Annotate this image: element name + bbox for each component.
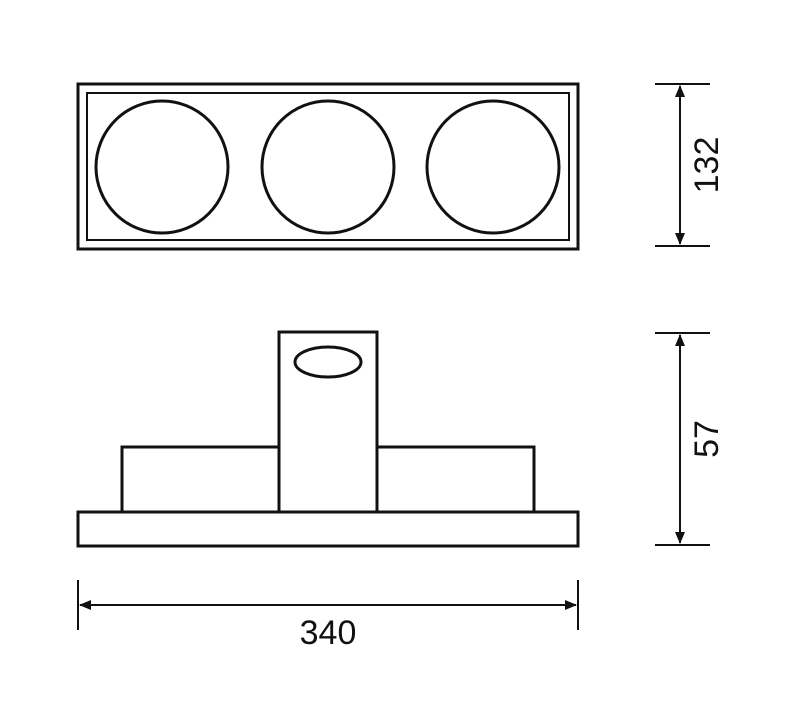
lamp-circle-left xyxy=(94,99,230,235)
side-view-base-plate xyxy=(76,510,580,548)
dimension-label-132: 132 xyxy=(688,137,726,194)
dimension-top-height: 132 xyxy=(655,83,726,247)
lamp-circle-right xyxy=(425,99,561,235)
top-view-outer-frame xyxy=(76,82,580,251)
side-view-left-body xyxy=(120,445,281,514)
top-view xyxy=(76,82,580,251)
top-view-inner-frame xyxy=(86,92,570,241)
side-view-right-body xyxy=(375,445,536,514)
side-view-center-column xyxy=(277,330,379,514)
dimension-side-height: 57 xyxy=(655,332,726,546)
dimension-label-340: 340 xyxy=(300,614,357,652)
side-view xyxy=(76,330,580,548)
lamp-circle-middle xyxy=(260,99,396,235)
side-view-lens-ellipse xyxy=(293,345,363,379)
dimension-label-57: 57 xyxy=(688,420,726,458)
dimension-width: 340 xyxy=(77,580,579,652)
